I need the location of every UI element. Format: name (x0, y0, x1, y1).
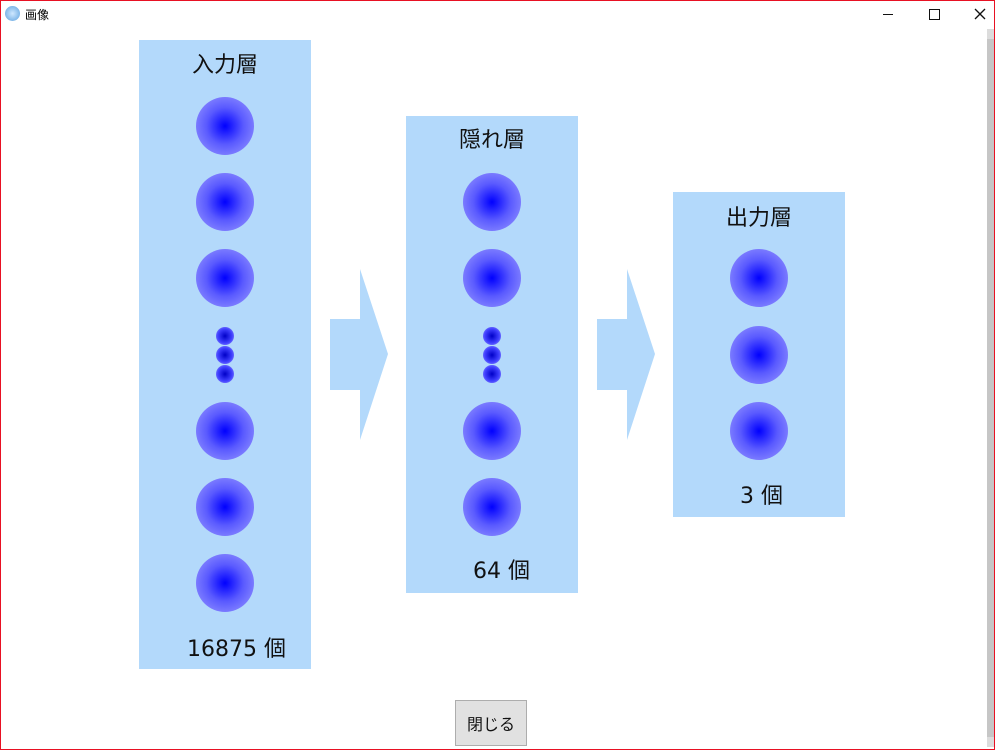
input-node (196, 97, 254, 155)
app-icon (5, 6, 20, 21)
ellipsis-dot (216, 346, 234, 364)
maximize-icon (928, 8, 940, 20)
hidden-node (463, 478, 521, 536)
ellipsis-dot (483, 327, 501, 345)
close-icon (974, 8, 986, 20)
minimize-button[interactable] (865, 1, 911, 27)
input-node (196, 478, 254, 536)
minimize-icon (883, 13, 893, 15)
hidden-node (463, 249, 521, 307)
close-window-button[interactable] (957, 1, 994, 27)
hidden-layer-count: 64 個 (473, 559, 530, 584)
input-layer-panel: 入力層 16875 個 (139, 40, 311, 669)
hidden-layer-panel: 隠れ層 64 個 (406, 116, 578, 593)
ellipsis-dot (483, 346, 501, 364)
output-layer-count: 3 個 (740, 484, 783, 509)
output-layer-title: 出力層 (725, 206, 792, 231)
hidden-node (463, 402, 521, 460)
input-node (196, 402, 254, 460)
output-node (730, 402, 788, 460)
input-layer-title: 入力層 (191, 53, 258, 78)
arrow-icon (330, 269, 388, 440)
input-layer-count: 16875 個 (187, 637, 286, 662)
hidden-layer-title: 隠れ層 (458, 128, 525, 153)
arrow-icon (597, 269, 655, 440)
output-node (730, 326, 788, 384)
input-node (196, 554, 254, 612)
close-button[interactable]: 閉じる (455, 700, 527, 746)
ellipsis-dot (216, 365, 234, 383)
output-node (730, 249, 788, 307)
output-layer-panel: 出力層 3 個 (673, 192, 845, 517)
ellipsis-dot (216, 327, 234, 345)
scrollbar-thumb[interactable] (987, 39, 994, 737)
window-title: 画像 (25, 8, 50, 22)
vertical-scrollbar[interactable] (987, 29, 994, 747)
title-bar[interactable]: 画像 (1, 1, 994, 27)
input-node (196, 249, 254, 307)
maximize-button[interactable] (911, 1, 957, 27)
ellipsis-dot (483, 365, 501, 383)
hidden-node (463, 173, 521, 231)
input-node (196, 173, 254, 231)
